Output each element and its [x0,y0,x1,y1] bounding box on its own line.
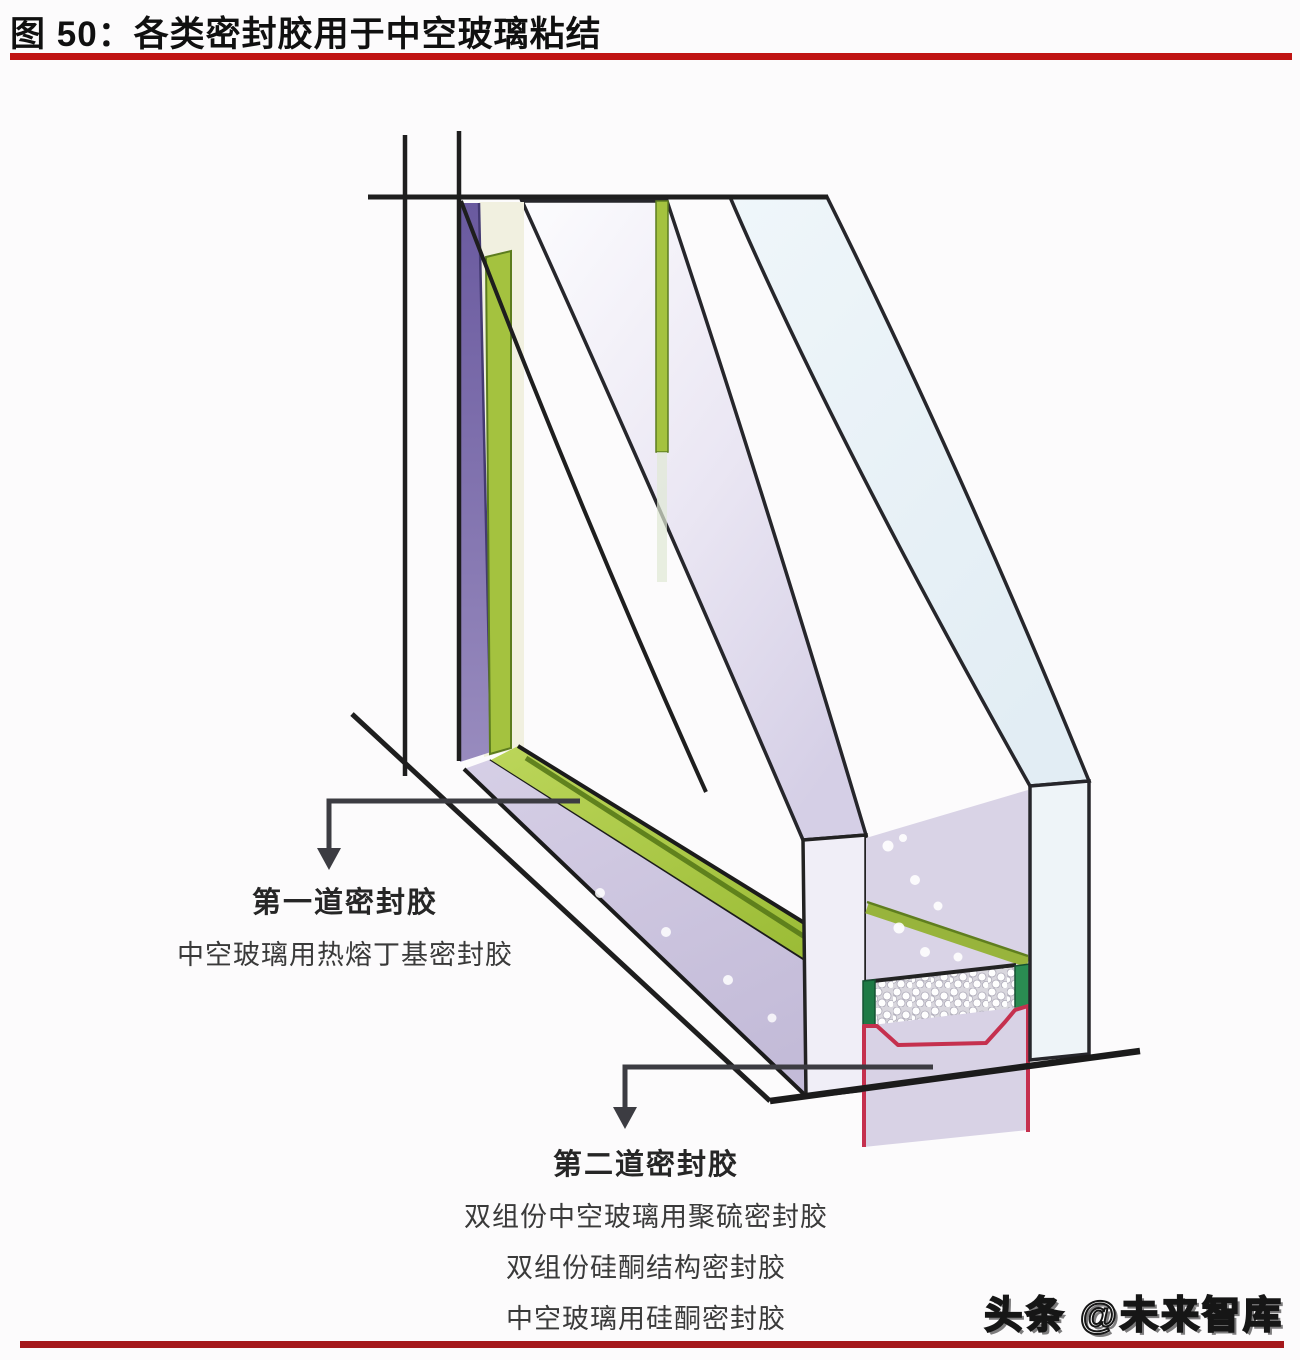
callout-line: 双组份硅酮结构密封胶 [506,1253,786,1283]
spacer-stripe-edge [866,900,1029,958]
inner-pane-cross-section [801,833,868,1099]
bottom-rule [20,1341,1284,1348]
secondary-sealant-outline [862,1004,1030,1147]
callout-line: 双组份中空玻璃用聚硫密封胶 [464,1202,828,1232]
spacer-wall-right [1014,963,1031,1011]
spacer-stripe-on-face [655,200,669,582]
spacer-wall-left [862,979,876,1028]
figure-title: 图 50：各类密封胶用于中空玻璃粘结 [10,15,602,54]
spacer-band-vertical [484,249,512,756]
butyl-underside-band [462,760,864,1098]
callout-title: 第二道密封胶 [552,1149,739,1181]
air-gap-face [866,790,1030,984]
callout-first-sealant: 第一道密封胶 中空玻璃用热熔丁基密封胶 [115,879,575,972]
leader-arrow-2 [613,1064,933,1129]
callout-line: 中空玻璃用热熔丁基密封胶 [177,940,513,970]
glass-sparkle-dots [882,834,963,962]
leader-arrow-1 [317,798,580,870]
watermark: 头条 @未来智库 [983,1294,1284,1338]
callout-title: 第一道密封胶 [251,887,438,919]
spacer-stripe-in-gap [865,902,1030,968]
spacer-top-edge [863,963,1017,984]
arrow-down-icon [317,848,341,870]
baseline [769,1047,1141,1105]
callout-second-sealant: 第二道密封胶 双组份中空玻璃用聚硫密封胶 双组份硅酮结构密封胶 中空玻璃用硅酮密… [406,1141,886,1336]
butyl-sealant-strip [460,203,491,762]
title-rule [10,53,1292,60]
construction-lines [350,131,828,1103]
callout-line: 中空玻璃用硅酮密封胶 [506,1304,786,1334]
outer-pane-cross-section [1028,779,1091,1062]
arrow-down-icon [613,1107,637,1129]
